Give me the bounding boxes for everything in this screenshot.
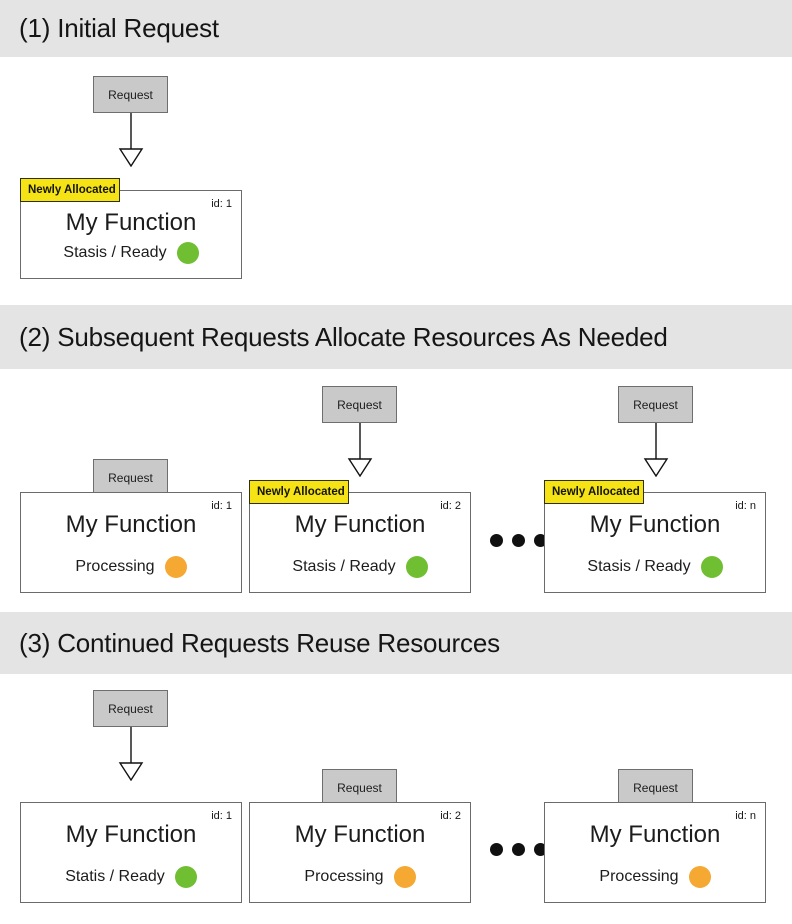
request-box-s3-b2[interactable]: Request (322, 769, 397, 806)
function-box-s2-b2[interactable]: id: 2 My Function Stasis / Ready (249, 492, 471, 593)
function-status-label: Processing (304, 868, 384, 885)
function-id-label: id: n (735, 500, 756, 512)
function-name: My Function (589, 511, 721, 538)
connector-arrow-s1-b1 (118, 113, 144, 167)
function-box-s1-b1[interactable]: id: 1 My Function Stasis / Ready (20, 190, 242, 279)
request-label: Request (337, 397, 382, 412)
ellipsis-dot (512, 843, 525, 856)
function-status: Statis / Ready (21, 866, 241, 888)
function-id-label: id: 1 (211, 810, 232, 822)
section-1-stage: Request id: 1 My Function Stasis / Ready… (0, 57, 792, 305)
request-label: Request (633, 780, 678, 795)
newly-allocated-label: Newly Allocated (257, 486, 345, 498)
function-status-label: Processing (599, 868, 679, 885)
connector-arrow-s2-b3 (643, 423, 669, 477)
newly-allocated-tag-s2-b2: Newly Allocated (249, 480, 349, 504)
function-status: Processing (21, 556, 241, 578)
request-label: Request (108, 701, 153, 716)
newly-allocated-label: Newly Allocated (552, 486, 640, 498)
function-box-s3-b1[interactable]: id: 1 My Function Statis / Ready (20, 802, 242, 903)
function-status: Stasis / Ready (545, 556, 765, 578)
function-status-label: Stasis / Ready (292, 558, 396, 575)
function-name: My Function (65, 821, 197, 848)
function-status-label: Statis / Ready (65, 868, 165, 885)
status-dot-processing-icon (164, 556, 187, 578)
ellipsis-s3 (490, 843, 547, 856)
request-label: Request (337, 780, 382, 795)
function-status: Stasis / Ready (21, 242, 241, 264)
status-dot-ready-icon (405, 556, 428, 578)
function-id-label: id: 2 (440, 810, 461, 822)
section-3-header: (3) Continued Requests Reuse Resources (0, 612, 792, 674)
function-name: My Function (589, 821, 721, 848)
status-dot-processing-icon (688, 866, 711, 888)
request-box-s2-b3[interactable]: Request (618, 386, 693, 423)
request-box-s2-b2[interactable]: Request (322, 386, 397, 423)
request-box-s1-b1[interactable]: Request (93, 76, 168, 113)
function-box-s3-b2[interactable]: id: 2 My Function Processing (249, 802, 471, 903)
function-name: My Function (294, 821, 426, 848)
function-box-s3-b3[interactable]: id: n My Function Processing (544, 802, 766, 903)
function-box-s2-b1[interactable]: id: 1 My Function Processing (20, 492, 242, 593)
ellipsis-dot (534, 843, 547, 856)
request-box-s3-b3[interactable]: Request (618, 769, 693, 806)
function-name: My Function (294, 511, 426, 538)
status-dot-ready-icon (176, 242, 199, 264)
function-status-label: Processing (75, 558, 155, 575)
newly-allocated-tag-s1-b1: Newly Allocated (20, 178, 120, 202)
function-name: My Function (65, 209, 197, 236)
request-label: Request (108, 470, 153, 485)
request-label: Request (108, 87, 153, 102)
connector-arrow-s2-b2 (347, 423, 373, 477)
section-1-title: (1) Initial Request (19, 13, 219, 43)
request-box-s3-b1[interactable]: Request (93, 690, 168, 727)
section-2-title: (2) Subsequent Requests Allocate Resourc… (19, 321, 668, 352)
ellipsis-dot (534, 534, 547, 547)
request-label: Request (633, 397, 678, 412)
status-dot-processing-icon (393, 866, 416, 888)
section-2-header: (2) Subsequent Requests Allocate Resourc… (0, 305, 792, 369)
function-status-label: Stasis / Ready (63, 244, 167, 261)
section-3-title: (3) Continued Requests Reuse Resources (19, 627, 500, 658)
ellipsis-dot (490, 843, 503, 856)
function-id-label: id: n (735, 810, 756, 822)
section-1-header: (1) Initial Request (0, 0, 792, 57)
ellipsis-dot (512, 534, 525, 547)
function-status: Processing (250, 866, 470, 888)
function-id-label: id: 1 (211, 198, 232, 210)
status-dot-ready-icon (700, 556, 723, 578)
ellipsis-s2 (490, 534, 547, 547)
function-status: Stasis / Ready (250, 556, 470, 578)
function-status-label: Stasis / Ready (587, 558, 691, 575)
ellipsis-dot (490, 534, 503, 547)
function-id-label: id: 1 (211, 500, 232, 512)
function-name: My Function (65, 511, 197, 538)
connector-arrow-s3-b1 (118, 727, 144, 781)
function-id-label: id: 2 (440, 500, 461, 512)
section-2-stage: Request id: 1 My Function Processing Req… (0, 369, 792, 612)
newly-allocated-label: Newly Allocated (28, 184, 116, 196)
section-3-stage: Request id: 1 My Function Statis / Ready… (0, 674, 792, 924)
request-box-s2-b1[interactable]: Request (93, 459, 168, 496)
status-dot-ready-icon (174, 866, 197, 888)
function-box-s2-b3[interactable]: id: n My Function Stasis / Ready (544, 492, 766, 593)
newly-allocated-tag-s2-b3: Newly Allocated (544, 480, 644, 504)
function-status: Processing (545, 866, 765, 888)
